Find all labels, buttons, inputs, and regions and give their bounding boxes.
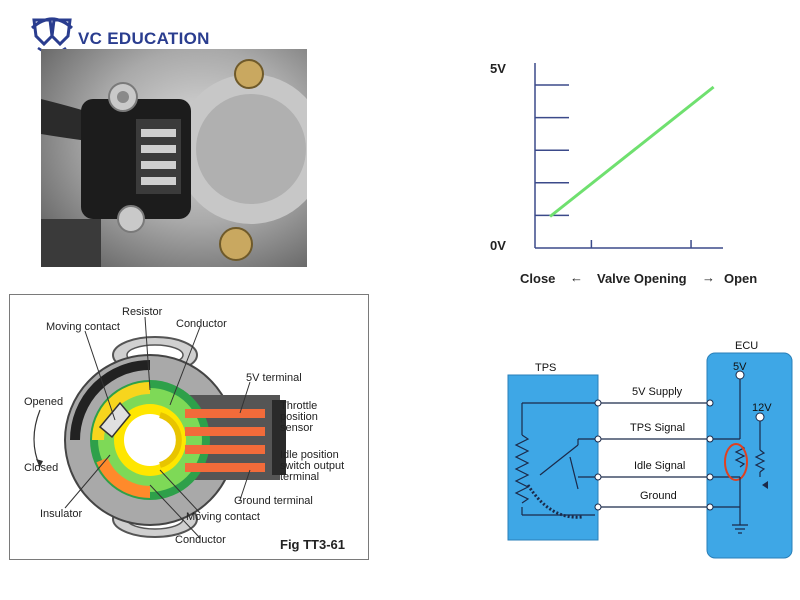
label-idle-line2: switch output xyxy=(280,460,345,472)
voltage-line xyxy=(549,85,715,218)
y-top-label: 5V xyxy=(490,61,506,76)
x-left-arrow: ← xyxy=(570,270,583,285)
x-left-label: Close xyxy=(520,271,556,286)
label-opened: Opened xyxy=(24,396,64,408)
label-conductor-top: Conductor xyxy=(176,318,227,330)
supply-label: 5V Supply xyxy=(632,386,683,398)
voltage-graph: 5V 0V Close ← Valve Opening → Open xyxy=(480,55,780,295)
tps-internal-diagram: Resistor Moving contact Conductor 5V ter… xyxy=(9,294,369,560)
ground-label: Ground xyxy=(640,490,677,502)
ecu-label: ECU xyxy=(735,340,759,352)
v5-label: 5V xyxy=(733,361,747,373)
label-insulator: Insulator xyxy=(40,508,83,520)
ecu-box xyxy=(706,352,793,559)
v12-label: 12V xyxy=(752,402,772,414)
tps-ecu-circuit: TPS ECU 5V Supply TPS Signal Idle Signal… xyxy=(500,335,800,565)
label-closed: Closed xyxy=(24,462,59,474)
logo-text: VC EDUCATION xyxy=(78,29,210,48)
x-right-arrow: → xyxy=(702,270,715,285)
label-resistor: Resistor xyxy=(122,306,163,318)
highlight-ring xyxy=(724,443,748,481)
label-tps-line3: sensor xyxy=(280,422,314,434)
y-bottom-label: 0V xyxy=(490,238,506,253)
x-right-label: Open xyxy=(724,271,758,286)
label-tps-line1: Throttle xyxy=(280,400,318,412)
label-conductor-bottom: Conductor xyxy=(175,534,226,546)
x-middle-label: Valve Opening xyxy=(597,271,687,286)
figure-caption: Fig TT3-61 xyxy=(280,537,346,552)
label-5v-terminal: 5V terminal xyxy=(246,372,302,384)
label-idle-line3: terminal xyxy=(280,471,320,483)
tps-label: TPS xyxy=(535,362,557,374)
label-tps-line2: position xyxy=(280,411,318,423)
signal-label: TPS Signal xyxy=(630,422,686,434)
idle-label: Idle Signal xyxy=(634,460,686,472)
label-moving-contact-bottom: Moving contact xyxy=(186,511,260,523)
label-ground-terminal: Ground terminal xyxy=(234,495,313,507)
label-idle-line1: Idle position xyxy=(280,449,339,461)
label-moving-contact-top: Moving contact xyxy=(46,321,120,333)
throttle-sensor-photo xyxy=(41,49,307,267)
